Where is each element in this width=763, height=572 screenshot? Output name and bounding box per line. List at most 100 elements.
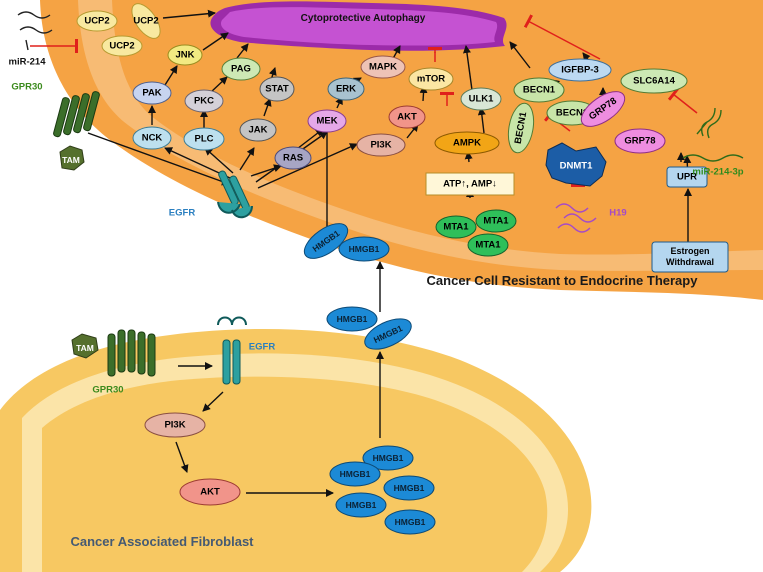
hmgb1-node: HMGB1 (364, 318, 412, 350)
svg-text:JNK: JNK (175, 50, 194, 61)
svg-text:UPR: UPR (677, 172, 697, 183)
svg-text:AKT: AKT (397, 112, 417, 123)
autophagy-label: Cytoprotective Autophagy (301, 13, 426, 24)
plc-node: PLC (183, 127, 225, 151)
hmgb1-node: HMGB1 (335, 492, 387, 518)
nodes: UCP2 UCP2 UCP2 JNK PAK PAG PKC (9, 3, 744, 535)
svg-text:UCP2: UCP2 (84, 16, 109, 27)
jnk-node: JNK (167, 44, 203, 66)
svg-text:IGFBP-3: IGFBP-3 (561, 65, 598, 76)
svg-text:AMPK: AMPK (453, 138, 481, 149)
svg-text:HMGB1: HMGB1 (337, 314, 368, 324)
ras-node: RAS (274, 146, 312, 170)
svg-text:HMGB1: HMGB1 (349, 244, 380, 254)
svg-text:HMGB1: HMGB1 (394, 483, 425, 493)
pak-node: PAK (132, 81, 172, 105)
arrows (87, 9, 692, 497)
svg-text:EGFR: EGFR (249, 342, 276, 353)
fibroblast-tam-node: TAM (71, 333, 99, 359)
svg-text:MTA1: MTA1 (483, 216, 509, 227)
hmgb1-node: HMGB1 (383, 475, 435, 501)
autophagy-blob (210, 1, 507, 51)
svg-text:ATP↑, AMP↓: ATP↑, AMP↓ (443, 179, 497, 190)
svg-text:PLC: PLC (195, 134, 214, 145)
svg-text:ERK: ERK (336, 84, 356, 95)
svg-text:UCP2: UCP2 (109, 41, 134, 52)
svg-text:RAS: RAS (283, 153, 303, 164)
svg-text:HMGB1: HMGB1 (340, 469, 371, 479)
svg-text:EGFR: EGFR (169, 208, 196, 219)
igfbp3-node: IGFBP-3 (548, 58, 612, 82)
svg-text:TAM: TAM (76, 343, 94, 353)
svg-text:JAK: JAK (248, 125, 267, 136)
svg-text:DNMT1: DNMT1 (560, 161, 593, 172)
hmgb1-node: HMGB1 (326, 306, 378, 332)
svg-text:BECN1: BECN1 (523, 85, 556, 96)
ulk1-node: ULK1 (460, 87, 502, 111)
pkc-node: PKC (184, 89, 224, 113)
mir-214-3p: miR-214-3p (682, 107, 744, 178)
stat-node: STAT (259, 76, 295, 102)
fibroblast-egfr-receptor: EGFR (217, 316, 276, 385)
svg-text:miR-214: miR-214 (9, 57, 47, 68)
mta1-node: MTA1 (435, 215, 477, 239)
svg-text:STAT: STAT (265, 84, 289, 95)
hmgb1-node: HMGB1 (338, 236, 390, 262)
dnmt1-node: DNMT1 (545, 142, 607, 187)
upr-box: UPR (666, 166, 708, 188)
fibroblast-pi3k-node: PI3K (144, 412, 206, 438)
pag-node: PAG (221, 57, 261, 81)
svg-text:UCP2: UCP2 (133, 16, 158, 27)
svg-text:HMGB1: HMGB1 (373, 453, 404, 463)
mtor-node: mTOR (408, 67, 454, 91)
svg-text:SLC6A14: SLC6A14 (633, 76, 675, 87)
svg-text:miR-214-3p: miR-214-3p (692, 167, 743, 178)
h19-rna: H19 (555, 203, 627, 233)
hmgb1-node: HMGB1 (329, 461, 381, 487)
svg-text:PI3K: PI3K (164, 420, 185, 431)
mek-node: MEK (307, 109, 347, 133)
tam-node: TAM (59, 145, 85, 171)
svg-text:AKT: AKT (200, 487, 220, 498)
svg-text:GPR30: GPR30 (92, 385, 123, 396)
atp-amp-box: ATP↑, AMP↓ (425, 172, 515, 196)
svg-text:H19: H19 (609, 208, 626, 219)
ucp2-node: UCP2 (76, 10, 118, 32)
mta1-node: MTA1 (475, 209, 517, 233)
svg-text:GRP78: GRP78 (624, 136, 655, 147)
svg-text:PAG: PAG (231, 64, 251, 75)
fibroblast-akt-node: AKT (179, 478, 241, 506)
becn1-node: BECN1 (507, 102, 535, 154)
akt-node: AKT (388, 105, 426, 129)
mir-214: miR-214 (9, 11, 53, 68)
svg-text:TAM: TAM (62, 155, 80, 165)
mapk-node: MAPK (360, 55, 406, 79)
gpr30-receptor: GPR30 (11, 82, 100, 138)
ampk-node: AMPK (434, 131, 500, 155)
svg-text:PKC: PKC (194, 96, 214, 107)
ucp2-node: UCP2 (101, 35, 143, 57)
svg-text:PAK: PAK (142, 88, 161, 99)
svg-text:MEK: MEK (316, 116, 337, 127)
egfr-receptor: EGFR (169, 170, 253, 219)
svg-text:HMGB1: HMGB1 (346, 500, 377, 510)
hmgb1-node: HMGB1 (362, 445, 414, 471)
ucp2-node: UCP2 (131, 3, 161, 39)
fibroblast-label: Cancer Associated Fibroblast (70, 534, 254, 549)
becn1-node: BECN1 (513, 77, 565, 103)
svg-text:PI3K: PI3K (370, 140, 391, 151)
jak-node: JAK (239, 118, 277, 142)
svg-text:GPR30: GPR30 (11, 82, 42, 93)
svg-text:mTOR: mTOR (417, 74, 445, 85)
svg-text:BECN1: BECN1 (556, 108, 589, 119)
erk-node: ERK (327, 77, 365, 101)
fibroblast-gpr30-receptor: GPR30 (92, 329, 156, 396)
svg-text:NCK: NCK (142, 133, 163, 144)
svg-text:MTA1: MTA1 (475, 240, 501, 251)
mta1-node: MTA1 (467, 233, 509, 257)
svg-text:MAPK: MAPK (369, 62, 397, 73)
